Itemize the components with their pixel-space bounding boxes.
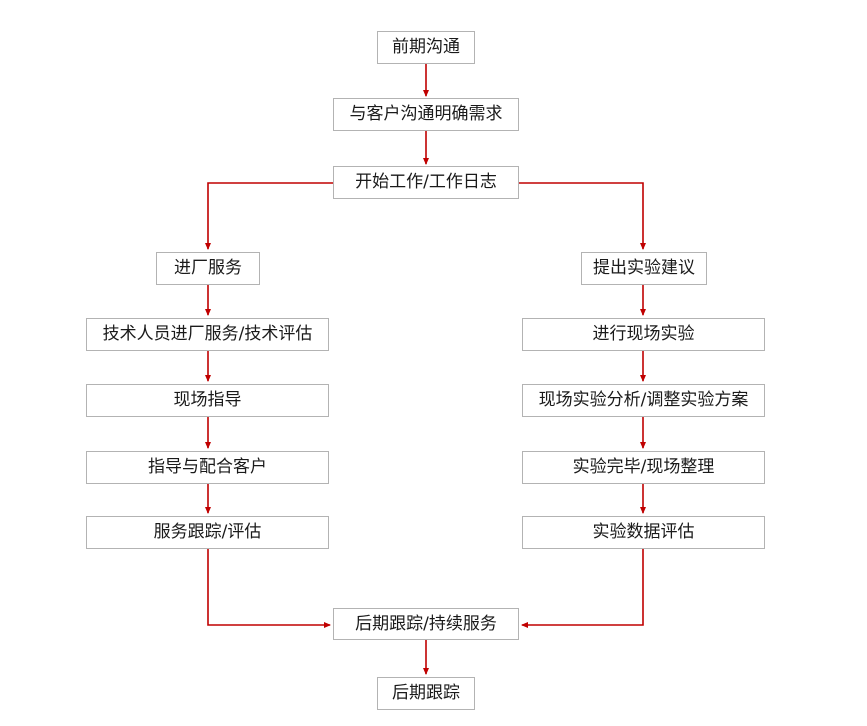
node-onsite-service: 进厂服务: [156, 252, 260, 285]
node-conduct-field-experiment: 进行现场实验: [522, 318, 765, 351]
arrow-n3-l1: [205, 182, 333, 250]
node-onsite-guidance: 现场指导: [86, 384, 329, 417]
arrow-n3-r1: [519, 182, 646, 250]
node-clarify-requirements: 与客户沟通明确需求: [333, 98, 519, 131]
node-propose-experiment: 提出实验建议: [581, 252, 707, 285]
arrow-r5-b1: [521, 549, 644, 628]
node-analyze-adjust-plan: 现场实验分析/调整实验方案: [522, 384, 765, 417]
node-followup: 后期跟踪: [377, 677, 475, 710]
node-experiment-data-evaluation: 实验数据评估: [522, 516, 765, 549]
node-start-work-log: 开始工作/工作日志: [333, 166, 519, 199]
arrow-l5-b1: [207, 549, 331, 628]
node-followup-continuous-service: 后期跟踪/持续服务: [333, 608, 519, 640]
node-service-tracking-evaluation: 服务跟踪/评估: [86, 516, 329, 549]
node-technician-service-assessment: 技术人员进厂服务/技术评估: [86, 318, 329, 351]
node-experiment-complete-cleanup: 实验完毕/现场整理: [522, 451, 765, 484]
node-early-communication: 前期沟通: [377, 31, 475, 64]
node-guide-cooperate-client: 指导与配合客户: [86, 451, 329, 484]
